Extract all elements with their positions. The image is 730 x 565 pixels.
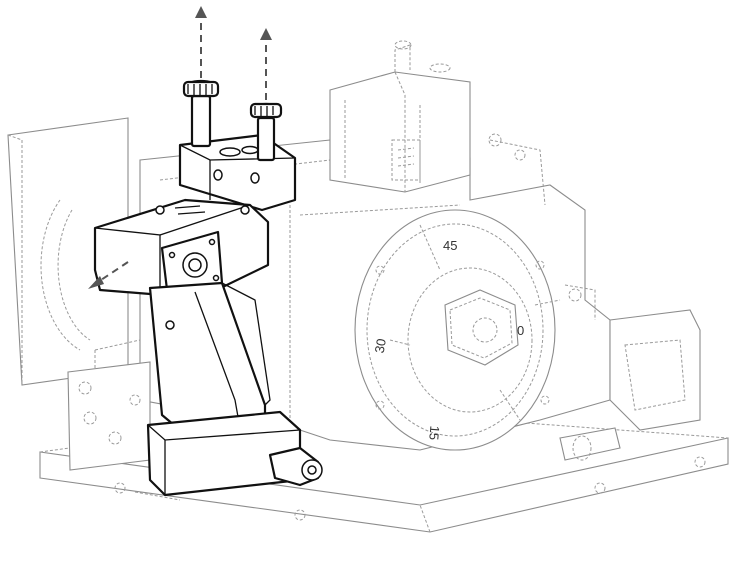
lift-arrow-left bbox=[195, 6, 207, 78]
tilt-arrow bbox=[88, 261, 129, 289]
right-clamp bbox=[559, 284, 701, 461]
dial-label-45: 45 bbox=[443, 238, 457, 253]
plunger-left bbox=[182, 79, 220, 148]
probe-foot bbox=[146, 410, 323, 497]
left-front-block bbox=[67, 361, 151, 471]
dial-label-30: 30 bbox=[372, 337, 389, 354]
dial-label-15: 15 bbox=[426, 425, 442, 441]
dial-label-0: 0 bbox=[517, 323, 524, 338]
probe-head bbox=[93, 198, 270, 300]
rotary-dial: 45 30 0 15 bbox=[354, 209, 561, 451]
lift-arrow-right bbox=[260, 28, 272, 100]
top-vise-block bbox=[329, 40, 546, 206]
plunger-right bbox=[249, 102, 283, 162]
